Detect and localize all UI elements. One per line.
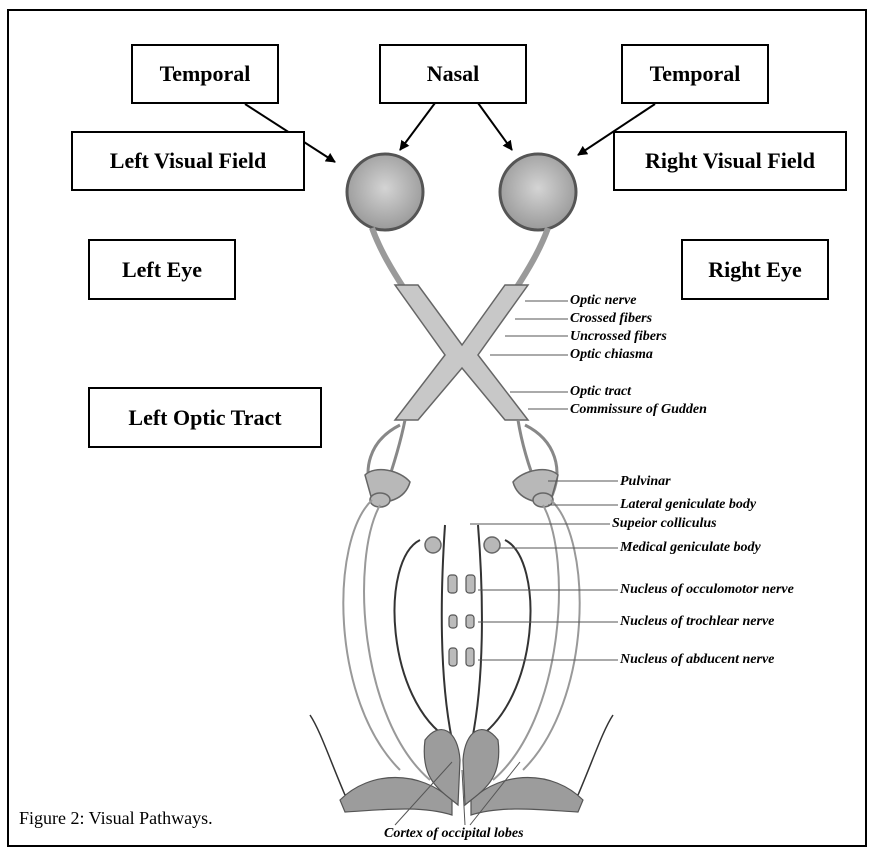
label-uncrossed-fibers: Uncrossed fibers — [570, 329, 667, 345]
arrows — [245, 103, 655, 162]
temporal-left-box: Temporal — [131, 44, 279, 104]
label-nucleus-trochlear: Nucleus of trochlear nerve — [620, 614, 774, 630]
optic-radiations — [343, 500, 579, 780]
label-optic-tract: Optic tract — [570, 384, 631, 400]
label-nucleus-occulomotor: Nucleus of occulomotor nerve — [620, 582, 794, 598]
label-cortex: Cortex of occipital lobes — [384, 826, 524, 842]
thalamic-nuclei — [365, 470, 558, 553]
occipital-outline — [310, 715, 613, 795]
label-crossed-fibers: Crossed fibers — [570, 311, 652, 327]
right-eye-box: Right Eye — [681, 239, 829, 300]
label-lateral-geniculate: Lateral geniculate body — [620, 497, 756, 513]
figure-caption: Figure 2: Visual Pathways. — [19, 808, 213, 829]
left-visual-field-box: Left Visual Field — [71, 131, 305, 191]
left-eye-box: Left Eye — [88, 239, 236, 300]
label-superior-colliculus: Supeior colliculus — [612, 516, 717, 532]
occipital-cortex — [340, 730, 583, 815]
brainstem — [395, 525, 531, 740]
right-visual-field-box: Right Visual Field — [613, 131, 847, 191]
optic-chiasm — [395, 285, 528, 420]
nasal-box: Nasal — [379, 44, 527, 104]
label-commissure: Commissure of Gudden — [570, 402, 707, 418]
label-nucleus-abducent: Nucleus of abducent nerve — [620, 652, 774, 668]
label-medical-geniculate: Medical geniculate body — [620, 540, 761, 556]
label-pulvinar: Pulvinar — [620, 474, 671, 490]
temporal-right-box: Temporal — [621, 44, 769, 104]
label-optic-nerve: Optic nerve — [570, 293, 636, 309]
cranial-nuclei — [448, 575, 475, 666]
arrow-nasal-right — [478, 103, 512, 150]
optic-nerves — [372, 228, 548, 290]
eyes — [347, 154, 576, 230]
left-eyeball — [347, 154, 423, 230]
label-optic-chiasma: Optic chiasma — [570, 347, 653, 363]
arrow-nasal-left — [400, 103, 435, 150]
left-optic-tract-box: Left Optic Tract — [88, 387, 322, 448]
right-eyeball — [500, 154, 576, 230]
